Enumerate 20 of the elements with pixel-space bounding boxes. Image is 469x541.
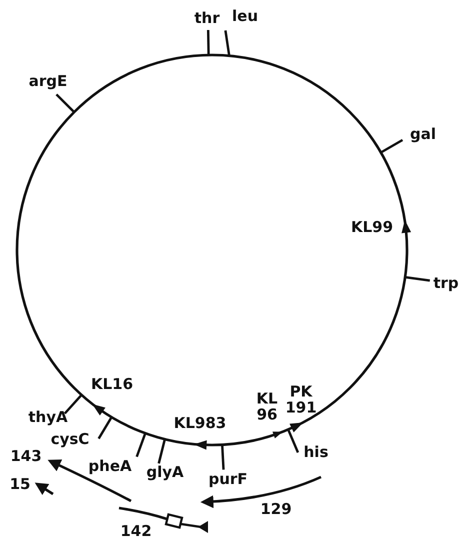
gene-label: gal	[410, 127, 436, 143]
transfer-label: 15	[10, 477, 30, 493]
transfer-label: 142	[120, 524, 152, 540]
gene-label: thyA	[28, 410, 68, 426]
transfer-label: 129	[260, 502, 292, 518]
transfer-label: 143	[10, 449, 42, 465]
gene-label: purF	[208, 472, 248, 488]
gene-label: cysC	[50, 432, 90, 448]
gene-label: argE	[28, 74, 68, 90]
origin-label: PK 191	[284, 384, 318, 416]
gene-label: trp	[433, 276, 459, 292]
gene-label: pheA	[88, 459, 132, 475]
origin-label: KL99	[350, 220, 394, 236]
gene-label: glyA	[146, 465, 184, 481]
gene-label: leu	[232, 9, 258, 25]
origin-label: KL 96	[255, 391, 279, 423]
origin-label: KL16	[90, 377, 134, 393]
origin-label: KL983	[174, 416, 226, 432]
gene-label: his	[304, 445, 328, 461]
gene-label: thr	[194, 11, 220, 27]
